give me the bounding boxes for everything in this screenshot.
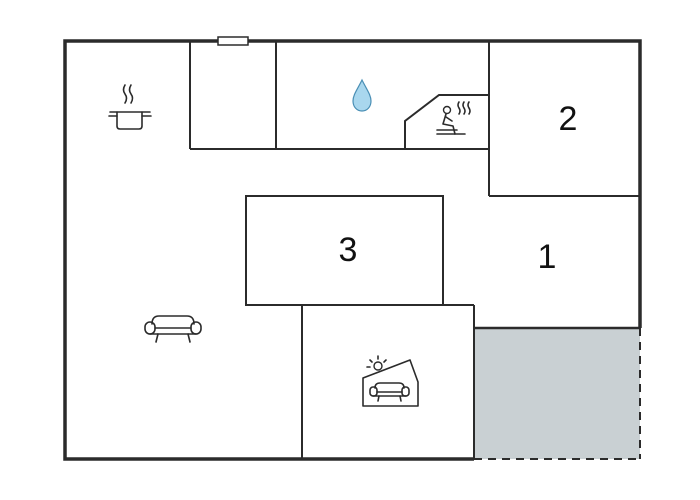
sofa-icon bbox=[144, 315, 202, 343]
terrace-area bbox=[473, 326, 641, 460]
room-label-1: 1 bbox=[538, 238, 557, 276]
interior-walls bbox=[189, 41, 640, 459]
room-label-3: 3 bbox=[339, 231, 358, 269]
water-drop-icon bbox=[352, 78, 372, 112]
outer-wall bbox=[63, 39, 642, 461]
room-label-2: 2 bbox=[559, 100, 578, 138]
conservatory-sofa-icon bbox=[362, 355, 419, 407]
sauna-icon bbox=[436, 101, 471, 135]
cooking-pot-icon bbox=[108, 84, 152, 130]
window bbox=[217, 36, 249, 46]
